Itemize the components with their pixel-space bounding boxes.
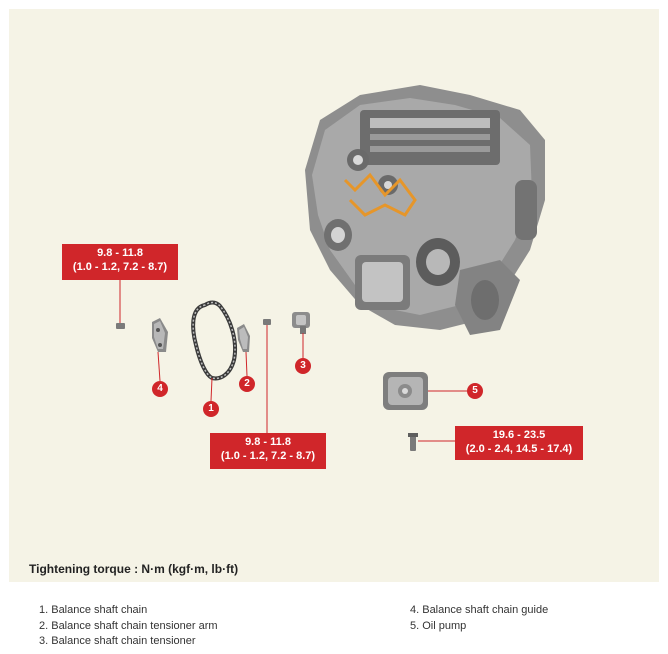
legend-item: 4. Balance shaft chain guide [410,604,549,616]
leader-line [210,377,213,402]
legend-right: 4. Balance shaft chain guide 5. Oil pump [410,603,548,634]
balance-shaft-chain-tensioner [292,312,310,334]
torque-value-alt-units: (1.0 - 1.2, 7.2 - 8.7) [220,450,316,462]
bolt-center [263,319,271,325]
leader-line [245,351,248,377]
balance-shaft-chain-tensioner-arm [237,324,250,352]
callout-3: 3 [295,358,311,374]
leader-line [157,351,161,382]
torque-spec-box-oil-pump: 19.6 - 23.5 (2.0 - 2.4, 14.5 - 17.4) [455,426,583,460]
torque-value-alt-units: (2.0 - 2.4, 14.5 - 17.4) [465,443,573,455]
callout-4: 4 [152,381,168,397]
bolt-oil-pump [408,433,418,451]
tightening-torque-label: Tightening torque : N·m (kgf·m, lb·ft) [29,562,239,576]
legend-item: 1. Balance shaft chain [39,604,148,616]
oil-pump [383,372,428,410]
torque-value: 9.8 - 11.8 [97,247,143,259]
torque-spec-box-left: 9.8 - 11.8 (1.0 - 1.2, 7.2 - 8.7) [62,244,178,280]
torque-spec-box-center: 9.8 - 11.8 (1.0 - 1.2, 7.2 - 8.7) [210,433,326,469]
legend-item: 5. Oil pump [410,619,467,632]
engine-assembly [305,85,545,335]
diagram-panel [9,9,659,582]
legend-item: 3. Balance shaft chain tensioner [39,635,196,647]
legend-item: 2. Balance shaft chain tensioner arm [39,619,218,632]
callout-1: 1 [203,401,219,417]
torque-value: 9.8 - 11.8 [245,436,291,448]
callout-2: 2 [239,376,255,392]
bolt-left [116,323,125,329]
torque-value-alt-units: (1.0 - 1.2, 7.2 - 8.7) [72,261,168,273]
balance-shaft-chain [191,300,237,381]
torque-value: 19.6 - 23.5 [492,429,546,441]
callout-5: 5 [467,383,483,399]
legend-left: 1. Balance shaft chain 2. Balance shaft … [39,603,218,650]
balance-shaft-chain-guide [152,318,168,352]
